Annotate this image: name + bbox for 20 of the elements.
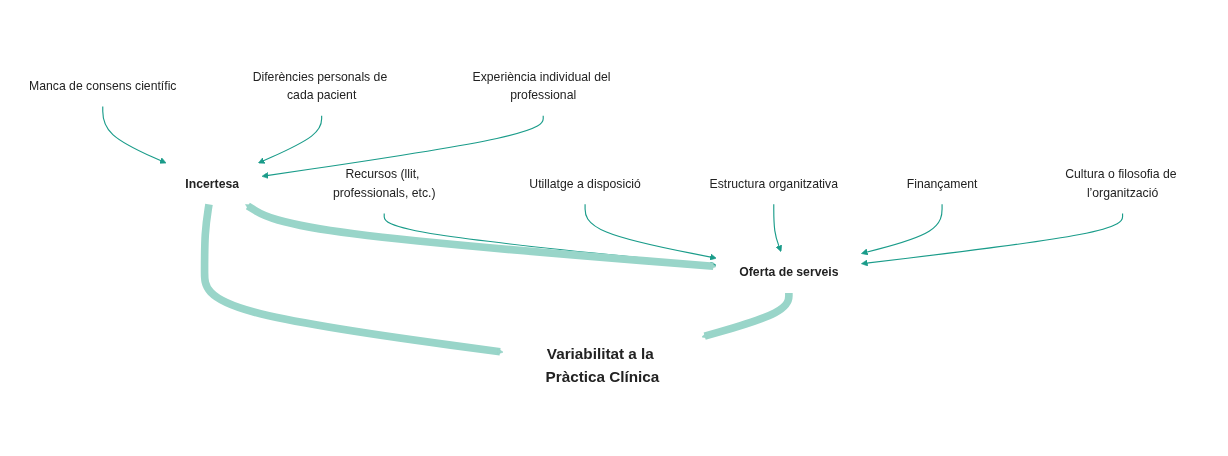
node-text: Manca de consens científic [29,79,177,93]
arrow [701,292,793,340]
arrow [861,203,943,256]
arrow [773,203,782,252]
arrow [584,203,717,261]
node-text: Diferències personals de cada pacient [252,69,388,102]
node-text: Estructura organitzativa [709,176,838,190]
node-text: Utillatge a disposició [529,176,641,190]
arrow [258,115,323,164]
node-text: Oferta de serveis [739,265,839,279]
node-text: Experiència individual del professional [472,69,611,102]
node-text: Finançament [906,176,978,190]
node-text: Incertesa [185,176,240,190]
node-text: Variabilitat a la Pràctica Clínica [545,345,660,386]
arrow [861,212,1124,267]
arrow [102,105,167,164]
arrow [200,203,504,356]
node-text: Cultura o filosofia de l’organització [1065,167,1177,199]
node-text: Recursos (llit, professionals, etc.) [332,167,436,199]
arrow [261,115,544,179]
